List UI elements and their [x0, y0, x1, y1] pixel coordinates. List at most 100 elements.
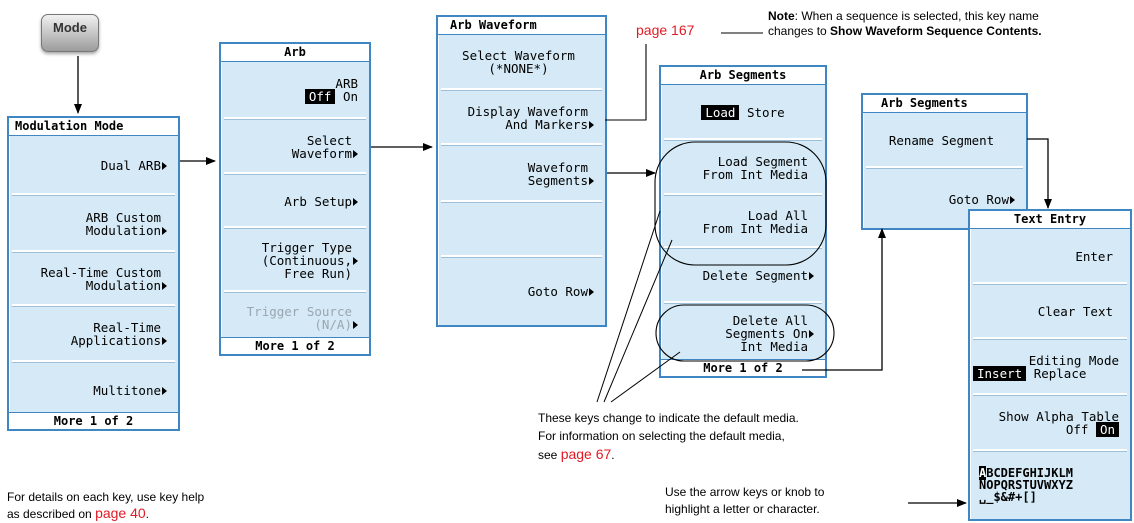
- softkey-label-line: Real-Time Custom: [40, 265, 161, 280]
- page-67-link[interactable]: page 67: [560, 446, 612, 462]
- alphabet-cursor: A: [979, 466, 987, 480]
- media-note-pointer-lines: [596, 210, 681, 403]
- submenu-arrow-icon: [589, 287, 594, 296]
- insert-state: Insert: [973, 366, 1027, 381]
- alphabet-row[interactable]: ␣_$&#+[]: [979, 490, 1037, 504]
- page-40-link[interactable]: page 40: [95, 505, 146, 521]
- arrow-keys-note: Use the arrow keys or knob to highlight …: [665, 484, 905, 518]
- alphabet-row[interactable]: ABCDEFGHIJKLM: [979, 466, 1073, 480]
- note-label: Note: [768, 9, 795, 23]
- mode-hardkey[interactable]: Mode: [41, 14, 99, 52]
- softkey-label-line: Goto Row: [866, 193, 1015, 206]
- submenu-arrow-icon: [809, 329, 814, 338]
- softkey-label-line: Applications: [12, 334, 167, 347]
- note-text-1: : When a sequence is selected, this key …: [794, 9, 1039, 23]
- submenu-arrow-icon: [589, 120, 594, 129]
- submenu-arrow-icon: [353, 197, 358, 206]
- softkey-label-line: Arb Setup: [224, 195, 358, 208]
- menu-title: Modulation Mode: [9, 118, 178, 136]
- seg-key-4[interactable]: Delete Segment: [664, 250, 822, 303]
- arb-key-3[interactable]: Arb Setup: [224, 176, 366, 228]
- alphabet-row[interactable]: NOPQRSTUVWXYZ: [979, 478, 1073, 492]
- arb-key-4[interactable]: Trigger Type(Continuous,Free Run): [224, 230, 366, 292]
- mod-key-5[interactable]: Multitone: [12, 364, 175, 416]
- wave-key-4[interactable]: [441, 204, 602, 257]
- softkey-label-line: Int Media: [740, 338, 808, 354]
- softkey-label-line: Rename Segment: [888, 132, 995, 148]
- menu-title: Text Entry: [970, 211, 1130, 229]
- softkey-label-line: Segments: [441, 174, 594, 187]
- softkey-label-line: (*NONE*): [488, 61, 549, 76]
- submenu-arrow-icon: [162, 226, 167, 235]
- sequence-note: Note: When a sequence is selected, this …: [768, 9, 1134, 39]
- submenu-arrow-icon: [162, 282, 167, 290]
- rename-to-textentry-arrow: [1027, 138, 1052, 209]
- softkey-label-line: Multitone: [12, 384, 167, 397]
- alpha-table-label: Show Alpha Table: [998, 409, 1119, 424]
- details-line-1: For details on each key, use key help: [7, 490, 205, 504]
- store-state: Store: [747, 104, 785, 120]
- media-line-2: For information on selecting the default…: [538, 429, 785, 443]
- softkey-label-line: (Continuous,: [224, 254, 358, 267]
- seg2-key-1[interactable]: Rename Segment: [866, 114, 1023, 168]
- softkey-label-line: Dual ARB: [12, 159, 167, 172]
- on-state: On: [1095, 422, 1119, 437]
- arrow-line-1: Use the arrow keys or knob to: [665, 485, 825, 499]
- wave-key-1[interactable]: Select Waveform(*NONE*): [441, 36, 602, 90]
- softkey-label-line: From Int Media: [702, 220, 808, 236]
- softkey-label-line: Waveform: [527, 159, 588, 175]
- softkey-label-line: Delete Segment: [664, 269, 814, 282]
- more-softkey[interactable]: More 1 of 2: [661, 359, 825, 376]
- submenu-arrow-icon: [162, 337, 167, 345]
- softkey-label-line: Free Run): [284, 265, 352, 281]
- softkey-label-line: ARB Custom: [85, 209, 161, 225]
- mode-label: Mode: [53, 20, 87, 35]
- softkey-label-line: (N/A): [224, 318, 358, 331]
- mod-key-1[interactable]: Dual ARB: [12, 137, 175, 195]
- menu-title: Arb Segments: [863, 95, 1026, 113]
- off-state: Off: [1065, 422, 1089, 437]
- menu-title: Arb Segments: [661, 67, 825, 85]
- softkey-label-line: Modulation: [12, 224, 167, 237]
- text-key-2[interactable]: Clear Text: [973, 286, 1127, 339]
- text-key-1[interactable]: Enter: [973, 230, 1127, 284]
- softkey-label-line: Select: [306, 132, 352, 148]
- wave-key-5[interactable]: Goto Row: [441, 259, 602, 323]
- arb-key-5[interactable]: Trigger Source(N/A): [224, 294, 366, 341]
- softkey-label-line: Segments On: [664, 327, 814, 340]
- submenu-arrow-icon: [809, 272, 814, 280]
- load-store-key[interactable]: Load Store: [664, 86, 822, 140]
- key-help-note: For details on each key, use key help as…: [7, 489, 307, 522]
- on-state: On: [342, 89, 358, 104]
- more-softkey[interactable]: More 1 of 2: [221, 337, 369, 354]
- arrow-line-2: highlight a letter or character.: [665, 502, 820, 516]
- softkey-label-line: Load All: [747, 207, 808, 223]
- media-key-ovals: [654, 141, 835, 362]
- arb-label: ARB: [335, 76, 358, 91]
- page-167-link[interactable]: page 167: [636, 22, 695, 38]
- default-media-note: These keys change to indicate the defaul…: [538, 409, 838, 464]
- replace-state: Replace: [1033, 366, 1087, 381]
- more-softkey[interactable]: More 1 of 2: [9, 412, 178, 429]
- media-line-3-pre: see: [538, 448, 561, 462]
- softkey-label-line: Select Waveform: [462, 48, 575, 63]
- off-state: Off: [304, 89, 336, 104]
- seg2-key-2[interactable]: Goto Row: [866, 170, 1023, 228]
- details-line-2-post: .: [145, 507, 150, 521]
- softkey-label-line: Clear Text: [1037, 304, 1113, 319]
